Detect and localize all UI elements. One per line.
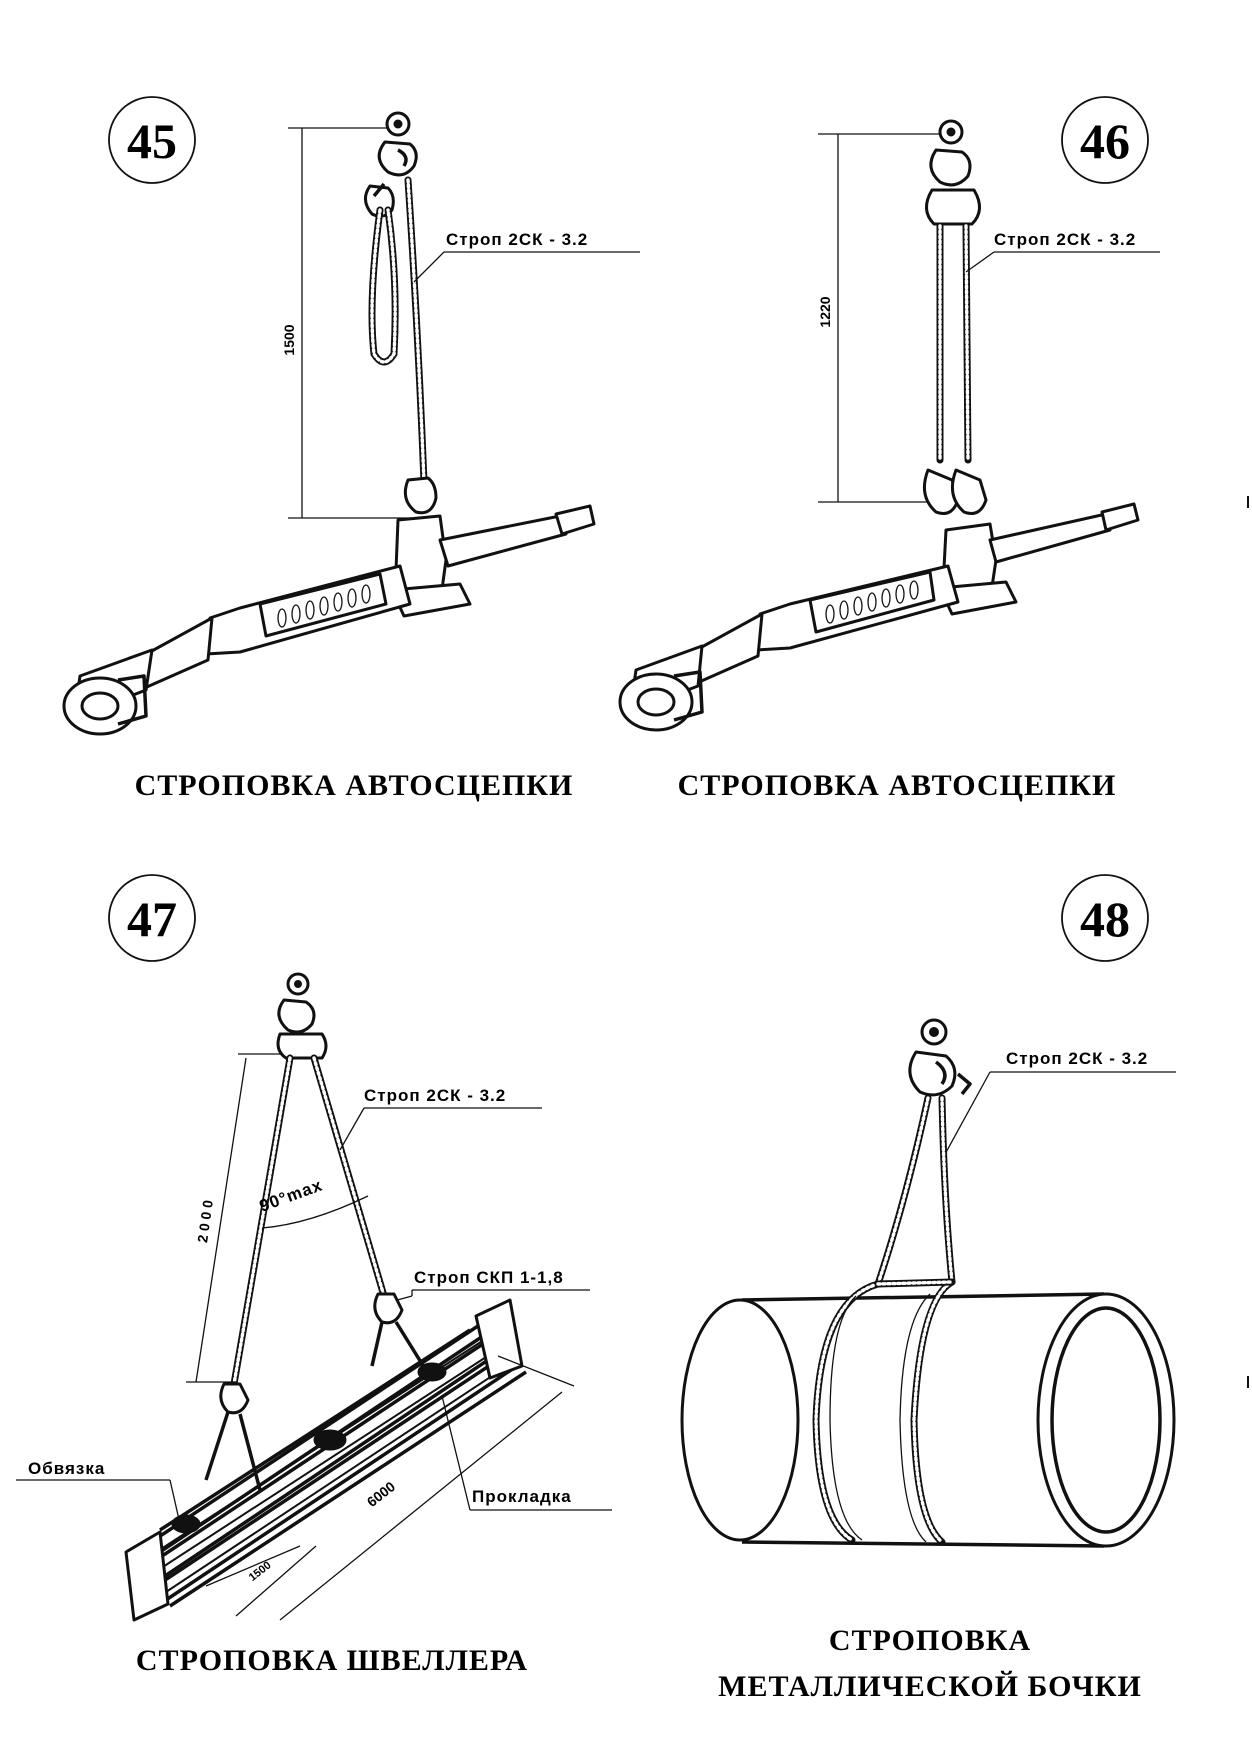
figure-46-number: 46 — [1080, 113, 1130, 169]
figure-46-number-circle — [1061, 96, 1149, 184]
figure-48-hook — [908, 1018, 972, 1097]
figure-45-dimension-value: 1500 — [281, 324, 297, 355]
figure-47-spacer-label: Прокладка — [472, 1487, 572, 1506]
figure-45-hook — [364, 111, 418, 218]
figure-47-height-dimension: 2 0 0 0 — [186, 1053, 282, 1383]
figure-47-width-value: 1500 — [247, 1559, 274, 1584]
figure-45-caption: СТРОПОВКА АВТОСЦЕПКИ — [135, 769, 574, 802]
figure-47-sling-label: Строп 2СК - 3.2 — [364, 1086, 506, 1105]
figure-47-width-dimension: 1500 — [205, 1545, 317, 1617]
figure-46-dimension: 1220 — [817, 133, 944, 503]
figure-47-angle-arc — [261, 1195, 369, 1229]
figure-47-height-value: 2 0 0 0 — [194, 1199, 216, 1244]
figure-45-lower-hook — [403, 476, 438, 515]
figure-45-coupler — [62, 504, 596, 736]
figure-48-number-circle — [1061, 874, 1149, 962]
figure-46-dimension-value: 1220 — [817, 296, 833, 327]
figure-48-caption-line1: СТРОПОВКА — [829, 1624, 1031, 1657]
figure-45: 45 1500 Строп 2СК - 3.2 — [62, 96, 640, 802]
figure-48-caption-line2: МЕТАЛЛИЧЕСКОЙ БОЧКИ — [718, 1670, 1142, 1703]
figure-46-hook — [925, 119, 981, 226]
figure-48: 48 Строп 2СК - 3.2 — [680, 874, 1176, 1703]
figure-48-number: 48 — [1080, 891, 1130, 947]
figure-47-caption: СТРОПОВКА ШВЕЛЛЕРА — [136, 1644, 528, 1677]
figure-46: 46 1220 Строп 2СК - 3.2 — [618, 96, 1160, 802]
figure-47-number-circle — [108, 874, 196, 962]
figure-47-number: 47 — [127, 891, 177, 947]
figure-47: 47 90°max 2 0 0 0 Строп 2СК - 3.2 — [16, 874, 612, 1677]
figure-47-length-value: 6000 — [364, 1478, 399, 1510]
figure-47-hook — [276, 972, 328, 1060]
figure-47-binding-label: Обвязка — [28, 1459, 105, 1478]
figure-48-sling-label: Строп 2СК - 3.2 — [1006, 1049, 1148, 1068]
figure-48-slings — [812, 1094, 956, 1546]
figure-47-channel-bundle — [124, 1298, 527, 1622]
figure-45-number: 45 — [127, 113, 177, 169]
figure-45-number-circle — [108, 96, 196, 184]
figure-46-sling-label: Строп 2СК - 3.2 — [994, 230, 1136, 249]
figure-46-coupler — [618, 502, 1140, 732]
figure-46-caption: СТРОПОВКА АВТОСЦЕПКИ — [678, 769, 1117, 802]
figure-45-dimension: 1500 — [281, 127, 412, 519]
figure-48-barrel — [680, 1292, 1176, 1548]
figure-47-short-sling-label: Строп СКП 1-1,8 — [414, 1268, 564, 1287]
figure-45-sling-label: Строп 2СК - 3.2 — [446, 230, 588, 249]
